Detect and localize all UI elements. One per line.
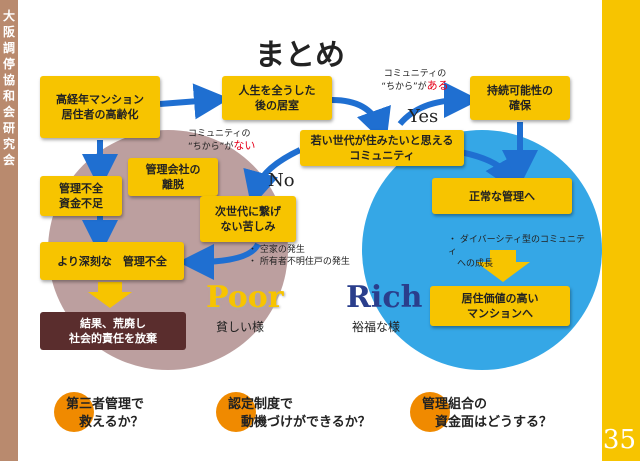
bottom-dot-1 [54, 392, 94, 432]
bottom-line1-1: 第三者管理で [66, 397, 145, 412]
left-band: 大阪調停協和会研究会 [0, 0, 18, 461]
arrow-young-to-proper [459, 149, 519, 194]
arrow-nextgen-to-severe [178, 242, 261, 280]
box-lack-funds: 管理不全 資金不足 [40, 176, 122, 216]
note-community-power-no: コミュニティの “ちから”がない [188, 129, 256, 152]
bottom-line1-3: 管理組合の [422, 397, 488, 412]
slide-title: まとめ [255, 38, 345, 73]
org-vertical-label: 大阪調停協和会研究会 [2, 9, 15, 167]
bottom-dot-2 [216, 392, 256, 432]
arrow-young-to-nextgen [243, 147, 302, 208]
rich-bullets: ・ ダイバーシティ型のコミュニティ への成長 [448, 222, 588, 282]
bottom-item-certification: 認定制度で 動機づけができるか？ [216, 392, 416, 432]
no-label: No [268, 170, 295, 191]
arrow-aging-to-lasthome [159, 83, 230, 120]
box-aging: 高経年マンション 居住者の高齢化 [40, 76, 160, 138]
rich-circle [362, 130, 602, 370]
arrow-yes-to-sustainable [397, 82, 480, 127]
bottom-dot-3 [410, 392, 450, 432]
box-sustainable: 持続可能性の 確保 [470, 76, 570, 120]
poor-bullets: ・ 空家の発生 ・ 所有者不明住戸の発生 [248, 244, 368, 268]
box-proper-mgmt: 正常な管理へ [432, 178, 572, 214]
rich-sub: 裕福な様 [352, 320, 401, 334]
arrow-lasthome-to-young [331, 97, 391, 145]
arrow-proper-to-highvalue [476, 250, 530, 282]
rich-label: Rich [346, 280, 423, 315]
bottom-line2-1: 救えるか？ [66, 415, 144, 430]
page-number: 35 [602, 425, 636, 455]
bottom-line2-3: 資金面はどうする？ [422, 415, 553, 430]
bullet-unknown-owner: ・ 所有者不明住戸の発生 [248, 257, 350, 267]
bullet-diversity: ・ ダイバーシティ型のコミュニティ への成長 [448, 235, 585, 269]
bottom-item-third-party: 第三者管理で 救えるか？ [54, 392, 204, 432]
bottom-line1-2: 認定制度で [228, 397, 294, 412]
yes-label: Yes [408, 106, 439, 127]
box-next-gen: 次世代に繋げ ない苦しみ [200, 196, 296, 242]
box-management-company: 管理会社の 離脱 [128, 158, 218, 196]
poor-sub: 貧しい様 [216, 320, 265, 334]
box-high-value: 居住価値の高い マンションへ [430, 286, 570, 326]
right-band: 35 [602, 0, 640, 461]
poor-label: Poor [206, 280, 284, 315]
box-severe: より深刻な 管理不全 [40, 242, 184, 280]
bullet-vacancy: ・ 空家の発生 [248, 245, 305, 255]
box-young-community: 若い世代が住みたいと思える コミュニティ [300, 130, 464, 166]
arrow-severe-to-result [88, 282, 132, 308]
box-last-home: 人生を全うした 後の居室 [222, 76, 332, 120]
box-result: 結果、荒廃し 社会的責任を放棄 [40, 312, 186, 350]
note-community-power-yes: コミュニティの “ちから”がある [381, 69, 449, 92]
bottom-line2-2: 動機づけができるか？ [228, 415, 371, 430]
bottom-item-funding: 管理組合の 資金面はどうする？ [410, 392, 590, 432]
